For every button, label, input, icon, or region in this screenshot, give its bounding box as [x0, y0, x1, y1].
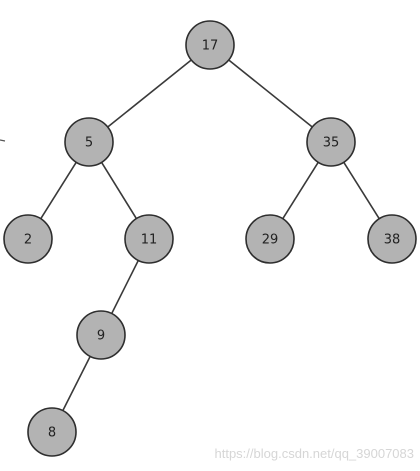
node-label: 17 — [202, 39, 219, 54]
node-label: 29 — [262, 233, 279, 248]
node-circle — [3, 214, 53, 264]
tree-edge-17-35 — [228, 59, 313, 128]
left-edge-tick — [0, 139, 6, 142]
node-circle — [185, 20, 235, 70]
node-circle — [27, 407, 77, 457]
tree-edge-35-29 — [282, 161, 319, 220]
watermark-text: https://blog.csdn.net/qq_39007083 — [214, 446, 415, 461]
tree-node-17: 17 — [185, 20, 235, 70]
tree-node-5: 5 — [64, 117, 114, 167]
node-circle — [76, 310, 126, 360]
tree-edge-17-5 — [107, 59, 192, 128]
tree-edge-5-11 — [100, 161, 138, 220]
node-circle — [245, 214, 295, 264]
node-circle — [64, 117, 114, 167]
tree-node-35: 35 — [306, 117, 356, 167]
node-label: 38 — [384, 233, 401, 248]
tree-edge-9-8 — [62, 356, 91, 411]
tree-node-2: 2 — [3, 214, 53, 264]
tree-node-38: 38 — [367, 214, 417, 264]
node-circle — [306, 117, 356, 167]
node-circle — [367, 214, 417, 264]
node-label: 8 — [48, 426, 56, 441]
node-circle — [124, 214, 174, 264]
tree-node-9: 9 — [76, 310, 126, 360]
node-label: 2 — [24, 233, 32, 248]
tree-node-11: 11 — [124, 214, 174, 264]
tree-node-29: 29 — [245, 214, 295, 264]
node-label: 11 — [141, 233, 158, 248]
tree-edge-35-38 — [343, 161, 380, 220]
node-label: 5 — [85, 136, 93, 151]
tree-node-8: 8 — [27, 407, 77, 457]
tree-edge-5-2 — [40, 161, 77, 220]
tree-edges — [40, 59, 380, 411]
tree-edge-11-9 — [111, 260, 139, 314]
node-label: 35 — [323, 136, 340, 151]
node-label: 9 — [97, 329, 105, 344]
tree-nodes: 17 5 35 2 11 29 38 9 8 — [3, 20, 417, 457]
